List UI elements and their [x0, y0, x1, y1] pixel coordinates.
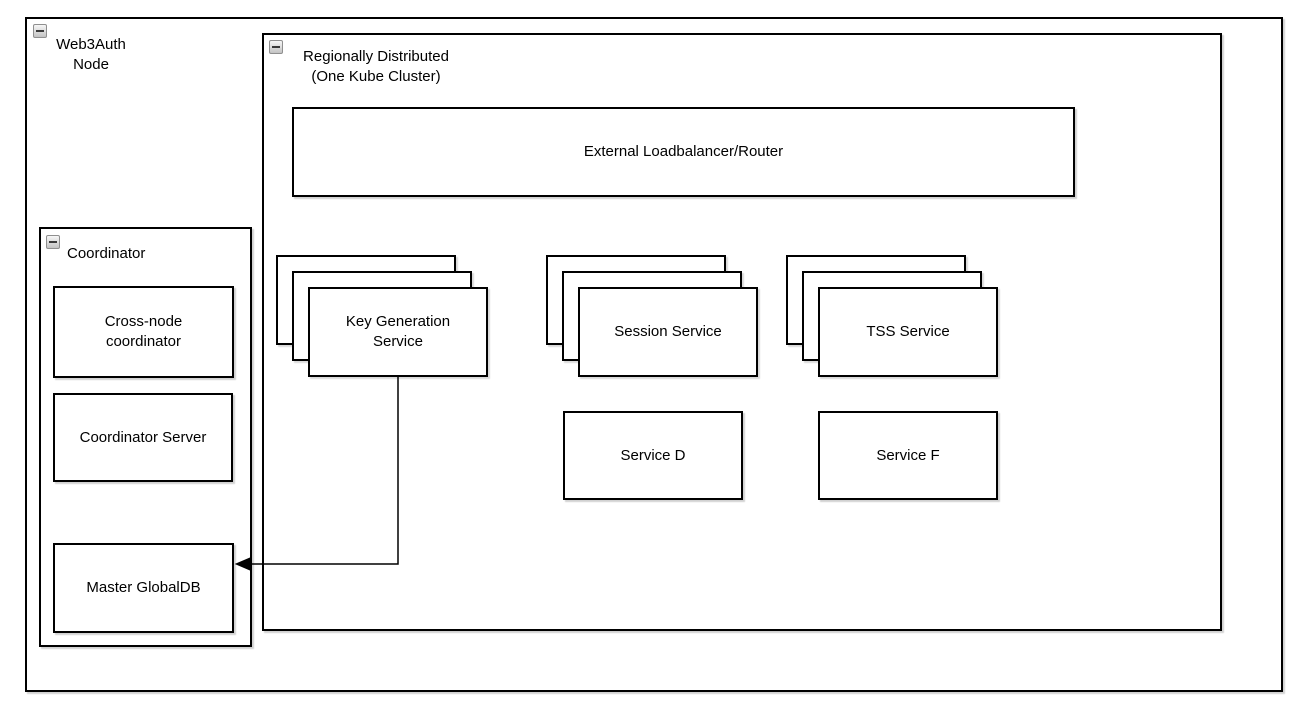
- box-key-generation-service[interactable]: Key Generation Service: [308, 287, 488, 377]
- container-label-web3auth-node: Web3Auth Node: [56, 36, 126, 73]
- box-external-loadbalancer[interactable]: External Loadbalancer/Router: [292, 107, 1075, 197]
- box-label: Master GlobalDB: [86, 579, 201, 596]
- box-master-globaldb[interactable]: Master GlobalDB: [53, 543, 234, 633]
- stack-session-service[interactable]: Session Service: [546, 255, 758, 377]
- box-cross-node-coordinator[interactable]: Cross-node coordinator: [53, 286, 234, 378]
- box-label: External Loadbalancer/Router: [583, 143, 784, 160]
- box-label: Service F: [876, 446, 940, 464]
- stack-key-generation-service[interactable]: Key Generation Service: [276, 255, 488, 377]
- collapse-minus-icon[interactable]: [269, 40, 283, 54]
- container-label-regionally-distributed: Regionally Distributed (One Kube Cluster…: [303, 48, 449, 85]
- collapse-minus-icon[interactable]: [46, 235, 60, 249]
- box-label: Session Service: [614, 323, 722, 340]
- box-label: Coordinator Server: [79, 428, 207, 446]
- container-label-coordinator: Coordinator: [67, 245, 146, 262]
- box-label: Key Generation Service: [345, 313, 451, 350]
- box-coordinator-server[interactable]: Coordinator Server: [53, 393, 233, 482]
- box-label: TSS Service: [866, 323, 950, 340]
- box-session-service[interactable]: Session Service: [578, 287, 758, 377]
- box-label: Cross-node coordinator: [104, 313, 183, 350]
- collapse-minus-icon[interactable]: [33, 24, 47, 38]
- box-service-d[interactable]: Service D: [563, 411, 743, 500]
- box-service-f[interactable]: Service F: [818, 411, 998, 500]
- minus-glyph: [36, 30, 44, 32]
- minus-glyph: [49, 241, 57, 243]
- minus-glyph: [272, 46, 280, 48]
- box-tss-service[interactable]: TSS Service: [818, 287, 998, 377]
- stack-tss-service[interactable]: TSS Service: [786, 255, 998, 377]
- box-label: Service D: [620, 446, 686, 464]
